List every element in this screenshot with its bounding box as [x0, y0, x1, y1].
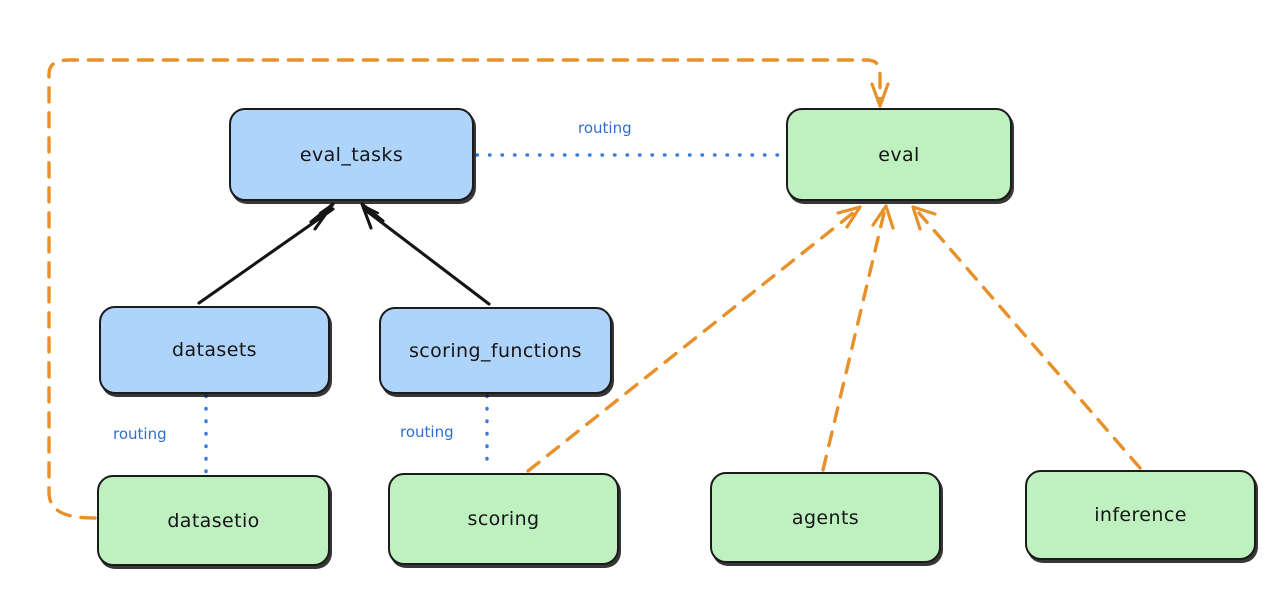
node-scoring[interactable]: scoring: [388, 473, 619, 565]
edge-label-routing-datasets: routing: [113, 425, 167, 443]
node-label: eval: [878, 143, 920, 166]
node-eval[interactable]: eval: [786, 108, 1012, 201]
edge-datasetio-eval: [47, 58, 890, 520]
edge-label-routing-eval-tasks: routing: [578, 119, 632, 137]
node-scoring-functions[interactable]: scoring_functions: [379, 307, 612, 394]
node-label: scoring_functions: [409, 339, 582, 362]
node-label: scoring: [467, 508, 540, 530]
edge-scoring-eval: [526, 205, 862, 473]
node-label: eval_tasks: [299, 143, 404, 166]
node-label: agents: [791, 506, 860, 529]
edge-inference-eval: [911, 205, 1142, 470]
edge-datasets-eval_tasks: [197, 202, 335, 305]
node-inference[interactable]: inference: [1025, 470, 1256, 560]
edge-label-routing-scoring: routing: [400, 423, 454, 441]
node-label: inference: [1094, 504, 1187, 526]
edge-agents-eval: [821, 204, 895, 472]
edge-scoring_functions-eval_tasks: [360, 202, 491, 306]
node-datasets[interactable]: datasets: [99, 306, 330, 394]
node-datasetio[interactable]: datasetio: [97, 475, 330, 566]
node-eval-tasks[interactable]: eval_tasks: [229, 108, 474, 201]
node-label: datasetio: [167, 509, 260, 532]
node-label: datasets: [172, 339, 257, 361]
node-agents[interactable]: agents: [710, 472, 941, 563]
